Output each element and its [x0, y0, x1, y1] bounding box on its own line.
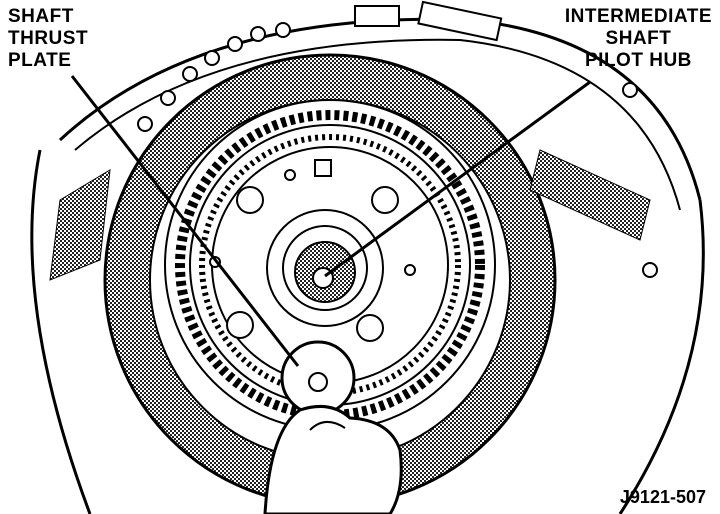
- thrust-plate-hole: [308, 372, 328, 392]
- hand-fingers: [263, 404, 403, 514]
- spline-band: [199, 134, 461, 396]
- carrier-square-hole: [314, 159, 332, 177]
- label-line: INTERMEDIATE: [564, 6, 712, 27]
- label-line: THRUST: [8, 28, 89, 49]
- leader-line-pilot-hub: [324, 80, 591, 278]
- leader-line-thrust-plate: [70, 75, 300, 367]
- intermediate-shaft-pilot-hub-label: INTERMEDIATE SHAFT PILOT HUB: [565, 6, 712, 72]
- clutch-segment-right: [529, 149, 651, 241]
- label-line: PILOT HUB: [585, 50, 692, 71]
- carrier-holes: [209, 169, 416, 356]
- finger-nail: [309, 421, 346, 431]
- label-line: SHAFT: [605, 28, 672, 49]
- housing-slot-2: [417, 0, 503, 42]
- housing-right-edge: [618, 199, 705, 514]
- label-line: PLATE: [8, 50, 72, 71]
- housing-slot: [354, 5, 400, 27]
- housing-bolt-holes: [137, 22, 658, 278]
- shaft-thrust-plate-label: SHAFT THRUST PLATE: [8, 6, 88, 72]
- clutch-segment-left: [49, 169, 111, 281]
- label-line: SHAFT: [8, 6, 74, 27]
- housing-left-edge: [30, 149, 92, 514]
- figure-id: J9121-507: [619, 487, 706, 507]
